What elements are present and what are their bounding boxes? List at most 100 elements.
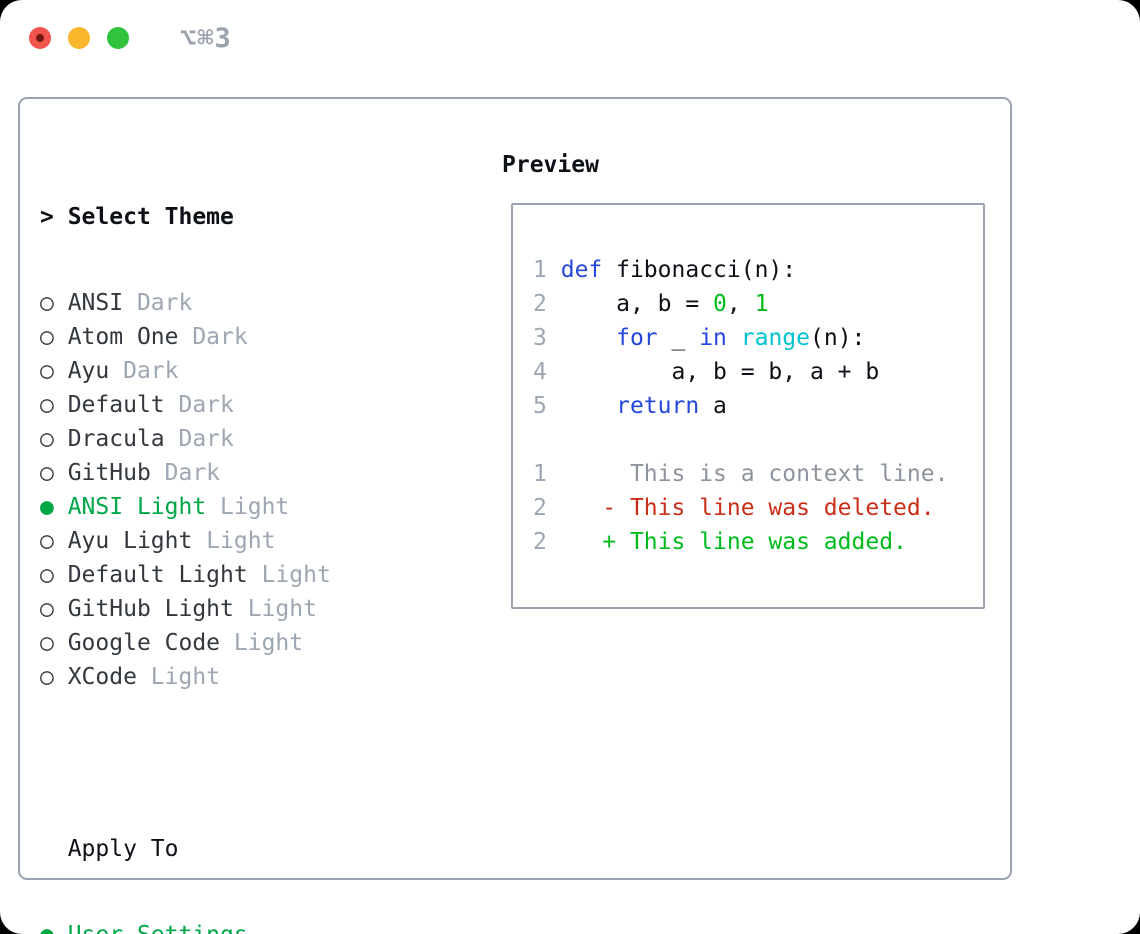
- theme-name-label: XCode: [53, 664, 137, 690]
- code-segment: [547, 393, 616, 419]
- radio-unselected-icon: ○: [40, 426, 54, 452]
- close-button[interactable]: [29, 27, 51, 49]
- preview-line: 1 This is a context line.: [533, 457, 948, 491]
- select-theme-header: > Select Theme: [40, 200, 428, 234]
- theme-variant-label: Light: [220, 630, 304, 656]
- code-segment: 1: [754, 291, 769, 317]
- line-number: 2: [533, 529, 547, 555]
- theme-option-xcode[interactable]: ○ XCode Light: [40, 660, 428, 694]
- radio-unselected-icon: ○: [40, 460, 54, 486]
- theme-variant-label: Light: [192, 528, 276, 554]
- line-number: 2: [533, 291, 547, 317]
- code-segment: [547, 325, 616, 351]
- theme-name-label: ANSI: [53, 290, 124, 316]
- theme-variant-label: Dark: [109, 358, 179, 384]
- code-segment: (n):: [810, 325, 866, 351]
- code-segment: [547, 257, 561, 283]
- radio-unselected-icon: ○: [40, 630, 54, 656]
- radio-unselected-icon: ○: [40, 528, 54, 554]
- code-segment: [727, 325, 741, 351]
- theme-option-ansi-light[interactable]: ● ANSI Light Light: [40, 490, 428, 524]
- code-segment: + This line was added.: [546, 529, 907, 555]
- theme-variant-label: Light: [247, 562, 331, 588]
- radio-unselected-icon: ○: [40, 290, 54, 316]
- theme-variant-label: Dark: [164, 392, 234, 418]
- radio-selected-icon: ●: [40, 494, 54, 520]
- theme-name-label: GitHub Light: [53, 596, 234, 622]
- theme-variant-label: Dark: [150, 460, 221, 486]
- preview-line: [533, 423, 948, 457]
- code-segment: 0: [713, 291, 727, 317]
- line-number: 3: [533, 325, 547, 351]
- theme-variant-label: Dark: [123, 290, 193, 316]
- theme-option-atom-one[interactable]: ○ Atom One Dark: [40, 320, 428, 354]
- theme-variant-label: Light: [233, 596, 317, 622]
- theme-option-ayu[interactable]: ○ Ayu Dark: [40, 354, 428, 388]
- select-theme-header-label: Select Theme: [67, 204, 234, 230]
- code-segment: a: [699, 393, 727, 419]
- theme-option-ayu-light[interactable]: ○ Ayu Light Light: [40, 524, 428, 558]
- theme-option-default[interactable]: ○ Default Dark: [40, 388, 428, 422]
- theme-name-label: ANSI Light: [53, 494, 207, 520]
- theme-list: ○ ANSI Dark○ Atom One Dark○ Ayu Dark○ De…: [40, 286, 428, 694]
- preview-header: Preview: [502, 152, 599, 178]
- preview-line: 2 a, b = 0, 1: [533, 287, 948, 321]
- theme-name-label: Ayu: [53, 358, 110, 384]
- theme-option-ansi[interactable]: ○ ANSI Dark: [40, 286, 428, 320]
- preview-line: 3 for _ in range(n):: [533, 321, 948, 355]
- code-segment: a, b =: [546, 291, 714, 317]
- preview-line: 5 return a: [533, 389, 948, 423]
- theme-name-label: Ayu Light: [53, 528, 193, 554]
- code-segment: def: [560, 257, 603, 283]
- apply-to-list: ● User Settings○ Workspace Settings: [40, 918, 428, 934]
- code-segment: for: [616, 325, 658, 351]
- theme-option-dracula[interactable]: ○ Dracula Dark: [40, 422, 428, 456]
- radio-unselected-icon: ○: [40, 664, 54, 690]
- theme-selector-column: > Select Theme ○ ANSI Dark○ Atom One Dar…: [40, 148, 428, 934]
- theme-variant-label: Light: [136, 664, 221, 690]
- radio-unselected-icon: ○: [40, 596, 54, 622]
- code-segment: _: [657, 325, 700, 351]
- theme-name-label: Atom One: [53, 324, 179, 350]
- theme-variant-label: Light: [206, 494, 290, 520]
- focus-caret-icon: >: [40, 204, 68, 230]
- code-segment: range: [740, 325, 811, 351]
- radio-unselected-icon: ○: [40, 562, 54, 588]
- radio-selected-icon: ●: [40, 922, 54, 934]
- apply-option-label: User Settings: [54, 922, 248, 934]
- code-segment: return: [616, 393, 700, 419]
- theme-name-label: Google Code: [53, 630, 221, 656]
- preview-line: 2 - This line was deleted.: [533, 491, 948, 525]
- line-number: 5: [533, 393, 547, 419]
- spacer: [40, 746, 428, 780]
- apply-option-user-settings[interactable]: ● User Settings: [40, 918, 428, 934]
- line-number: 2: [533, 495, 547, 521]
- theme-option-github[interactable]: ○ GitHub Dark: [40, 456, 428, 490]
- theme-name-label: Default Light: [53, 562, 248, 588]
- radio-unselected-icon: ○: [40, 324, 54, 350]
- code-segment: in: [699, 325, 727, 351]
- theme-picker-panel: > Select Theme ○ ANSI Dark○ Atom One Dar…: [18, 97, 1012, 934]
- window-title-shortcut: ⌥⌘3: [180, 22, 232, 54]
- code-segment: fibonacci(n):: [602, 257, 797, 283]
- minimize-button[interactable]: [68, 27, 90, 49]
- theme-name-label: GitHub: [53, 460, 151, 486]
- theme-option-google-code[interactable]: ○ Google Code Light: [40, 626, 428, 660]
- maximize-button[interactable]: [107, 27, 129, 49]
- preview-line: 1 def fibonacci(n):: [533, 253, 948, 287]
- unsaved-dot-icon: [36, 34, 44, 42]
- titlebar: ⌥⌘3: [29, 23, 232, 54]
- line-number: 1: [533, 257, 547, 283]
- code-segment: This is a context line.: [546, 461, 949, 487]
- theme-name-label: Default: [53, 392, 165, 418]
- theme-option-github-light[interactable]: ○ GitHub Light Light: [40, 592, 428, 626]
- theme-name-label: Dracula: [53, 426, 165, 452]
- preview-line: 2 + This line was added.: [533, 525, 948, 559]
- theme-option-default-light[interactable]: ○ Default Light Light: [40, 558, 428, 592]
- radio-unselected-icon: ○: [40, 392, 54, 418]
- preview-line: 4 a, b = b, a + b: [533, 355, 948, 389]
- line-number: 4: [533, 359, 547, 385]
